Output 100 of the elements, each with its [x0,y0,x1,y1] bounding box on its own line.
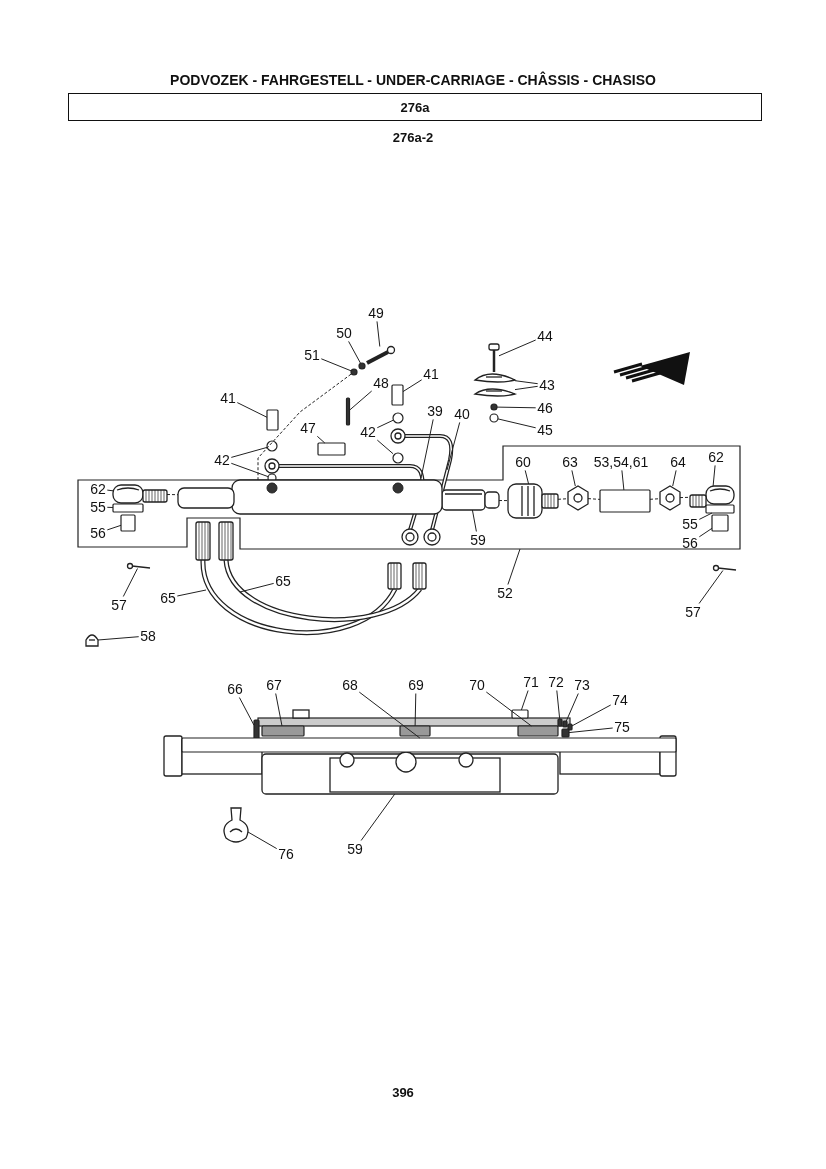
hose-drawing [218,521,427,622]
ring-drawing [557,718,563,727]
leader-line [376,419,394,429]
leader-line [348,340,361,364]
leader-line [485,691,532,727]
leader-line [568,727,614,734]
callout-number: 55 [682,516,698,532]
callout-number: 69 [408,677,424,693]
ring-drawing [705,504,735,514]
leader-line [471,509,477,532]
callout-number: 46 [537,400,553,416]
callout-number: 64 [670,454,686,470]
callout-number: 58 [140,628,156,644]
callout-number: 40 [454,406,470,422]
callout-number: 59 [470,532,486,548]
callout-number: 62 [708,449,724,465]
assembly-line [557,498,569,500]
bolt-drawing [488,343,500,372]
leader-line [446,421,461,471]
callout-number: 47 [300,420,316,436]
callout-number: 60 [515,454,531,470]
assembly-line [257,373,352,481]
callout-number: 68 [342,677,358,693]
callout-number: 66 [227,681,243,697]
leader-line [698,512,713,520]
leader-line [565,693,579,722]
sheet-number-box [68,93,762,121]
bolt-drawing [366,345,396,365]
callout-number: 53,54,61 [593,454,649,470]
leader-line [320,358,352,372]
cotter-pin-icon [126,562,151,570]
leader-line [414,693,417,727]
washer-drawing [392,412,404,424]
leader-line [571,469,576,487]
leader-line [176,589,207,597]
assembly-line [587,498,601,500]
leader-line [236,402,268,418]
leader-line [97,636,140,641]
leader-line [514,380,539,385]
assembly-line [679,496,691,499]
assembly-line [498,500,509,502]
clip-drawing [317,442,346,456]
callout-number: 50 [336,325,352,341]
piston-rod-drawing [441,489,500,511]
leader-line [402,379,423,393]
banjo-bolt-drawing [391,384,404,406]
callout-number: 57 [685,604,701,620]
leader-line [360,793,396,841]
piston-drawing [399,725,431,737]
leader-line [349,390,373,411]
callout-number: 49 [368,305,384,321]
leader-line [230,446,268,458]
callout-number: 44 [537,328,553,344]
callout-number: 48 [373,375,389,391]
leader-line [496,406,537,409]
banjo-bolt-drawing [266,409,279,431]
grease-nipple-icon [85,634,99,647]
callout-number: 65 [160,590,176,606]
assembly-line [649,498,661,500]
washer-drawing [266,440,278,452]
callout-number: 41 [220,390,236,406]
ring-drawing [112,503,144,513]
leader-line [376,320,381,347]
leader-line [358,691,421,739]
cotter-pin-icon [712,564,737,572]
leader-line [621,469,625,491]
leader-line [672,469,677,487]
callout-number: 56 [682,535,698,551]
leader-line [712,464,716,487]
washer-drawing [490,403,498,411]
callout-number: 73 [574,677,590,693]
callout-number: 65 [275,573,291,589]
callout-number: 56 [90,525,106,541]
callout-number: 72 [548,674,564,690]
leader-line [106,524,122,531]
leader-line [514,385,539,391]
plug-drawing [511,709,529,719]
callout-number: 51 [304,347,320,363]
callout-number: 59 [347,841,363,857]
callout-number: 42 [214,452,230,468]
callout-number: 75 [614,719,630,735]
callout-number: 76 [278,846,294,862]
grease-nipple-drawing [711,514,729,532]
sheet-number: 276a [400,99,430,115]
leader-line [520,690,529,711]
leader-line [122,568,138,597]
bushing-drawing [517,725,559,737]
sheet-title: PODVOZEK - FAHRGESTELL - UNDER-CARRIAGE - CHÂSSIS - CHASISO [170,72,656,88]
callout-number: 62 [90,481,106,497]
leader-line [571,704,612,727]
leader-line [698,570,724,604]
leader-line [106,506,114,508]
callout-number: 71 [523,674,539,690]
piston-rod-drawing [181,737,677,753]
callout-number: 57 [111,597,127,613]
callout-number: 74 [612,692,628,708]
leader-line [507,548,521,585]
sleeve-drawing [507,483,559,519]
callout-number: 55 [90,499,106,515]
clamp-drawing [474,373,516,383]
